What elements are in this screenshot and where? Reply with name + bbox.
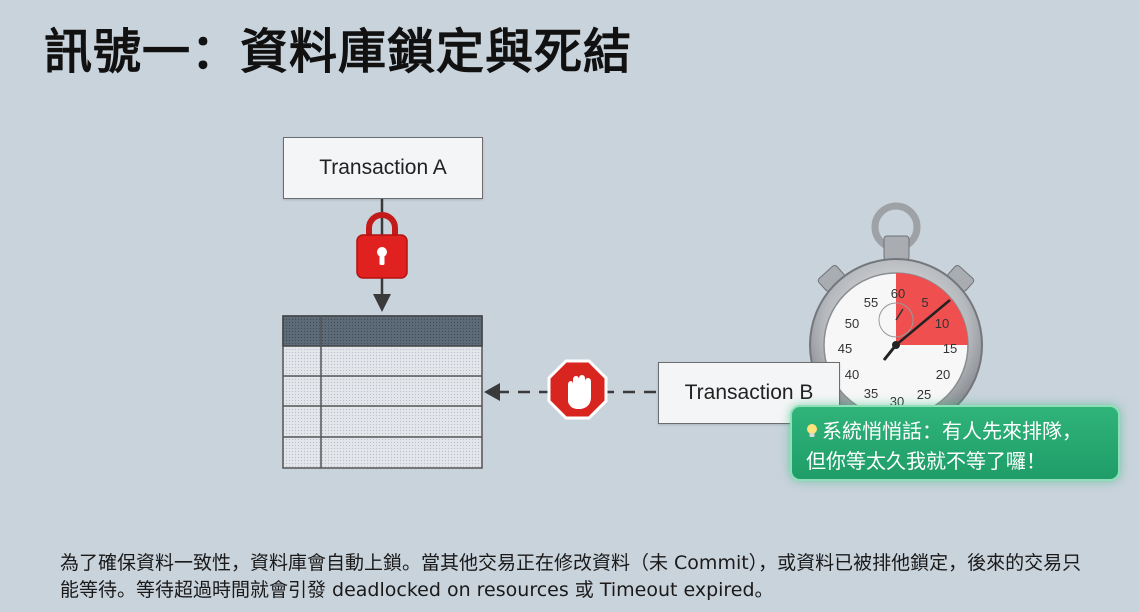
- tip-text-line-2: 但你等太久我就不等了囉！: [806, 449, 1046, 473]
- dial-label: 35: [864, 386, 878, 401]
- dial-label: 45: [838, 341, 852, 356]
- dial-label: 25: [917, 387, 931, 402]
- tip-text-line-1: 系統悄悄話：有人先來排隊，: [822, 419, 1082, 443]
- tip-line-1: 系統悄悄話：有人先來排隊，: [806, 416, 1106, 446]
- padlock-icon: [356, 212, 408, 279]
- stop-hand-icon: [547, 359, 608, 420]
- arrow-b-to-table: [484, 383, 656, 401]
- dial-label: 10: [935, 316, 949, 331]
- dial-label: 50: [845, 316, 859, 331]
- transaction-a-box: Transaction A: [283, 137, 483, 199]
- dial-label: 15: [943, 341, 957, 356]
- dial-label: 60: [891, 286, 905, 301]
- stopwatch-icon: 60 5 10 15 20 25 30 35 40 45 50 55: [809, 202, 983, 432]
- dial-label: 20: [936, 367, 950, 382]
- tip-bubble: 系統悄悄話：有人先來排隊， 但你等太久我就不等了囉！: [790, 405, 1120, 481]
- caption-text: 為了確保資料一致性，資料庫會自動上鎖。當其他交易正在修改資料（未 Commit）…: [60, 552, 1082, 601]
- dial-label: 5: [921, 295, 928, 310]
- page-title: 訊號一：資料庫鎖定與死結: [44, 24, 633, 80]
- dial-label: 55: [864, 295, 878, 310]
- database-table: [282, 315, 483, 469]
- dial-label: 40: [845, 367, 859, 382]
- lightbulb-icon: [807, 424, 817, 437]
